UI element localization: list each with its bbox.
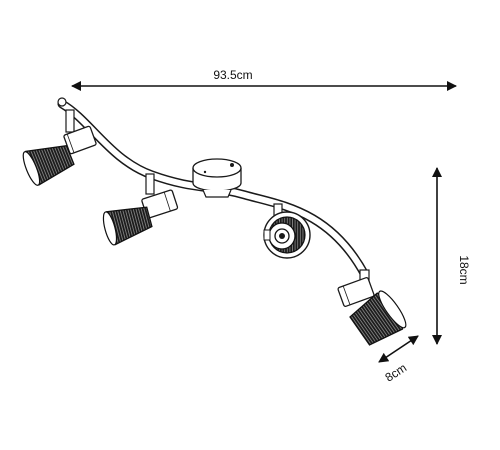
width-dimension: 93.5cm	[71, 68, 457, 91]
height-dimension: 18cm	[432, 167, 471, 345]
width-dimension-label: 93.5cm	[213, 68, 252, 82]
spotlight-3	[263, 203, 311, 259]
spotlight-1	[22, 109, 97, 186]
height-dimension-label: 18cm	[457, 255, 471, 284]
ceiling-canopy	[192, 158, 242, 198]
depth-dimension-arrow	[378, 335, 419, 363]
spotlight-2	[102, 173, 179, 246]
depth-dimension-label: 8cm	[383, 361, 410, 385]
depth-dimension: 8cm	[378, 335, 419, 385]
spotlight-4	[337, 269, 407, 346]
